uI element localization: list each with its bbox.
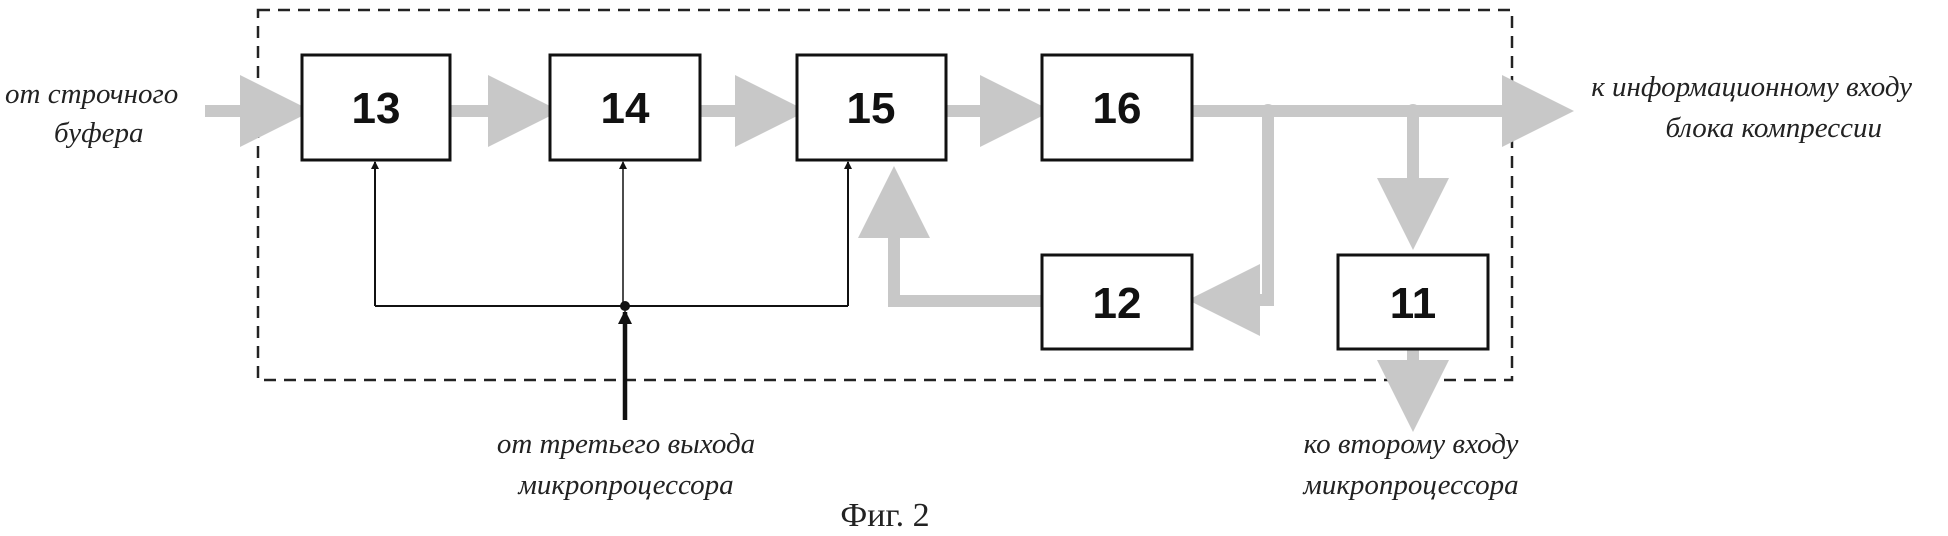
block-12-label: 12 <box>1093 279 1142 328</box>
block-13-label: 13 <box>352 84 401 133</box>
figure-caption: Фиг. 2 <box>840 497 929 534</box>
block-15: 15 <box>797 55 946 160</box>
control-lines <box>375 162 848 420</box>
output-label-line1: к информационному входу <box>1591 71 1912 103</box>
input-label-line2: буфера <box>54 117 144 149</box>
control-label-line2: микропроцессора <box>517 469 733 501</box>
block-13: 13 <box>302 55 450 160</box>
control-label-line1: от третьего выхода <box>497 428 755 460</box>
control-junction-dot <box>620 301 630 311</box>
block-15-label: 15 <box>847 84 896 133</box>
feedback-12-to-15 <box>894 178 1042 301</box>
block-11: 11 <box>1338 255 1488 349</box>
block-11-label: 11 <box>1390 279 1437 328</box>
block-14: 14 <box>550 55 700 160</box>
block-12: 12 <box>1042 255 1192 349</box>
feedback-to-12 <box>1200 111 1268 300</box>
input-label-line1: от строчного <box>5 78 178 110</box>
output-label-line2: блока компрессии <box>1665 112 1882 144</box>
out11-label-line2: микропроцессора <box>1302 469 1518 501</box>
block-16: 16 <box>1042 55 1192 160</box>
out11-label-line1: ко второму входу <box>1304 428 1519 460</box>
junction-dot-1 <box>1261 104 1275 118</box>
junction-dot-2 <box>1406 104 1420 118</box>
block-16-label: 16 <box>1093 84 1142 133</box>
block-14-label: 14 <box>601 84 650 133</box>
